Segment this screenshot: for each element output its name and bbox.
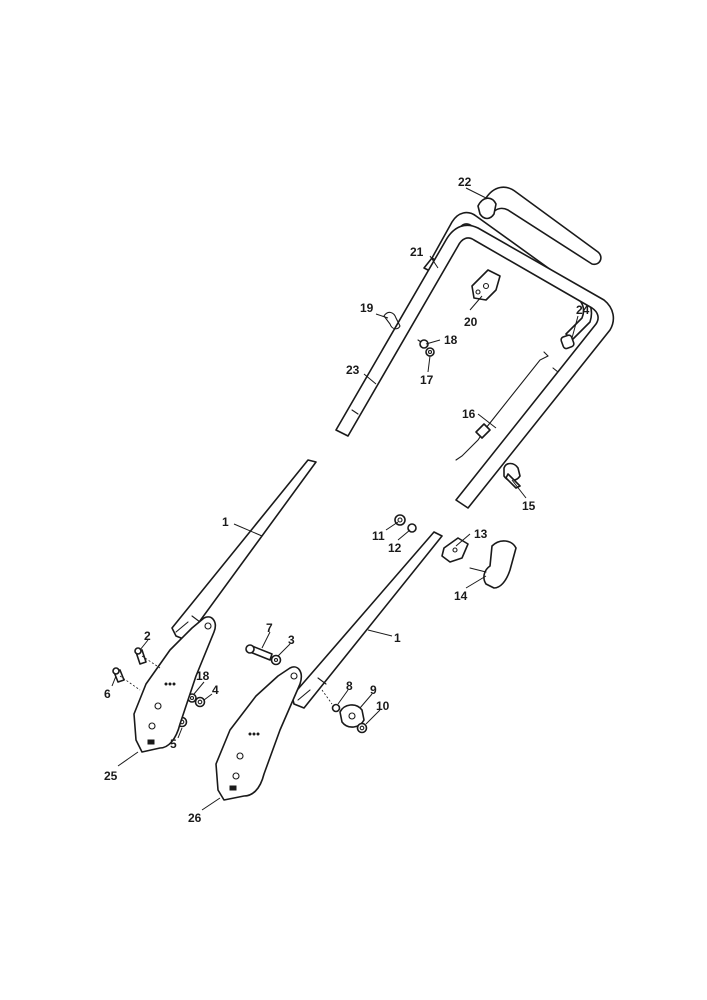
callout-5: 5 <box>170 737 177 751</box>
part-7-bolt <box>245 644 273 661</box>
callout-18-lower: 18 <box>196 669 210 683</box>
part-22-top-handle-grip <box>477 186 602 266</box>
part-1-left-lower-tube <box>171 459 317 641</box>
part-15-cable-clip <box>503 462 521 489</box>
callout-11: 11 <box>372 529 385 543</box>
callout-2: 2 <box>144 629 151 643</box>
part-10-nut <box>356 722 368 734</box>
part-16-control-cable <box>455 351 549 461</box>
part-18-nut-upper <box>419 339 429 349</box>
callout-9: 9 <box>370 683 377 697</box>
part-13-lever-bracket <box>441 537 469 563</box>
part-19-clip-pin <box>383 311 401 330</box>
callout-1-right: 1 <box>394 631 401 645</box>
callout-20: 20 <box>464 315 478 329</box>
callout-8: 8 <box>346 679 353 693</box>
callout-21: 21 <box>410 245 424 259</box>
callout-18-upper: 18 <box>444 333 458 347</box>
callout-10: 10 <box>376 699 390 713</box>
callout-25: 25 <box>104 769 118 783</box>
part-6-screw <box>112 667 125 683</box>
part-24-cable-guide <box>560 334 575 350</box>
callout-7: 7 <box>266 621 273 635</box>
callout-16: 16 <box>462 407 476 421</box>
callout-leader-lines <box>111 187 579 811</box>
part-9-height-knob <box>339 704 365 728</box>
callout-22: 22 <box>458 175 472 189</box>
part-14-operator-lever <box>469 540 517 589</box>
callout-17: 17 <box>420 373 434 387</box>
part-1-right-lower-tube <box>291 531 443 709</box>
callout-3: 3 <box>288 633 295 647</box>
part-26-right-bracket <box>215 666 303 801</box>
part-25-left-bracket <box>133 616 217 753</box>
part-2-bolt <box>134 647 147 665</box>
part-3-washer <box>270 654 282 666</box>
callout-4: 4 <box>212 683 219 697</box>
part-23-upper-handle-tube <box>335 224 615 509</box>
callout-15: 15 <box>522 499 536 513</box>
callout-13: 13 <box>474 527 488 541</box>
callout-23: 23 <box>346 363 360 377</box>
callout-19: 19 <box>360 301 374 315</box>
callout-labels: 22 21 24 19 20 18 17 23 16 15 1 13 11 12… <box>104 175 590 825</box>
callout-6: 6 <box>104 687 111 701</box>
callout-1-left: 1 <box>222 515 229 529</box>
part-4-nut <box>194 696 206 708</box>
callout-14: 14 <box>454 589 468 603</box>
part-17-washer-upper <box>425 347 435 357</box>
callout-24: 24 <box>576 303 590 317</box>
assembly-guide-lines <box>119 655 333 705</box>
callout-12: 12 <box>388 541 402 555</box>
callout-26: 26 <box>188 811 202 825</box>
part-20-handle-bracket <box>471 269 501 301</box>
part-8-washer <box>331 703 341 713</box>
